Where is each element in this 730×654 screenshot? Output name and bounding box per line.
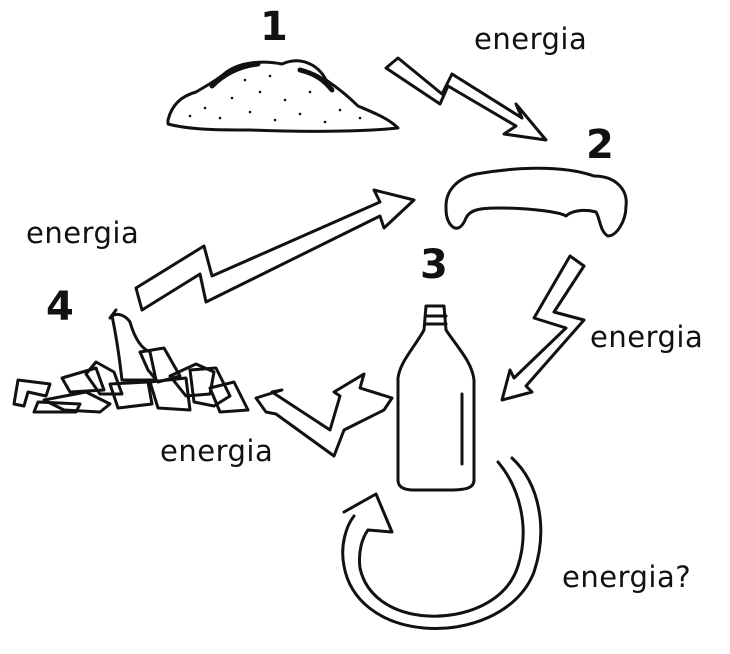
arrow-1-to-2	[384, 56, 548, 142]
stage-number-2: 2	[586, 122, 614, 168]
loop-arrow	[341, 456, 543, 631]
waste-pile-shape	[12, 308, 250, 414]
energy-label-2-to-3: energia	[590, 320, 704, 354]
energy-label-3-to-4: energia	[160, 434, 274, 468]
stage-number-3: 3	[420, 242, 448, 288]
energy-label-loop: energia?	[562, 560, 692, 594]
stage-number-4: 4	[46, 284, 74, 330]
raw-material-shape	[166, 59, 400, 133]
processed-material-shape	[444, 166, 628, 238]
bottle-shape	[396, 304, 476, 492]
energy-label-1-to-2: energia	[474, 22, 588, 56]
arrow-3-to-4	[254, 372, 394, 458]
arrow-2-to-3	[500, 254, 586, 402]
arrow-4-to-2	[134, 188, 416, 312]
energy-label-4-to-2: energia	[26, 216, 140, 250]
stage-number-1: 1	[260, 4, 288, 50]
